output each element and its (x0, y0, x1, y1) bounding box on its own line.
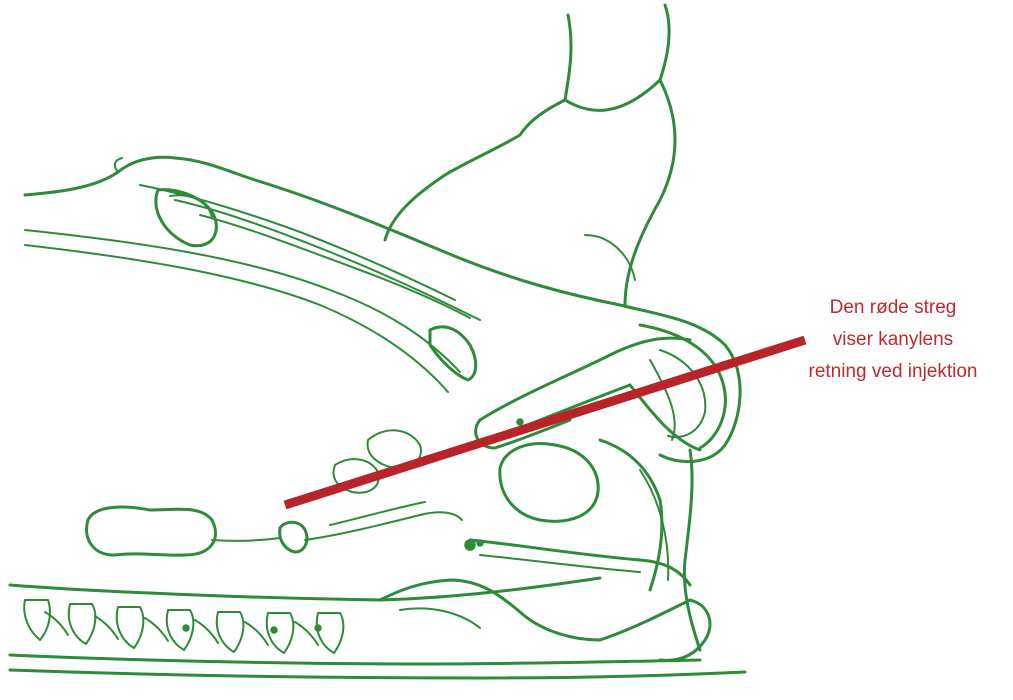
vertebral-column (10, 578, 745, 678)
annotation-line-3: retning ved injektion (783, 356, 1003, 388)
pelvic-limb (385, 5, 675, 305)
annotation-caption: Den røde streg viser kanylens retning ve… (783, 292, 1003, 388)
pelvic-canal (476, 305, 740, 462)
annotation-line-1: Den røde streg (783, 292, 1003, 324)
organs (87, 327, 599, 555)
ventral-structures (470, 440, 700, 650)
needle-direction-line (285, 340, 805, 505)
tail-outline (25, 157, 620, 392)
annotation-line-2: viser kanylens (783, 324, 1003, 356)
